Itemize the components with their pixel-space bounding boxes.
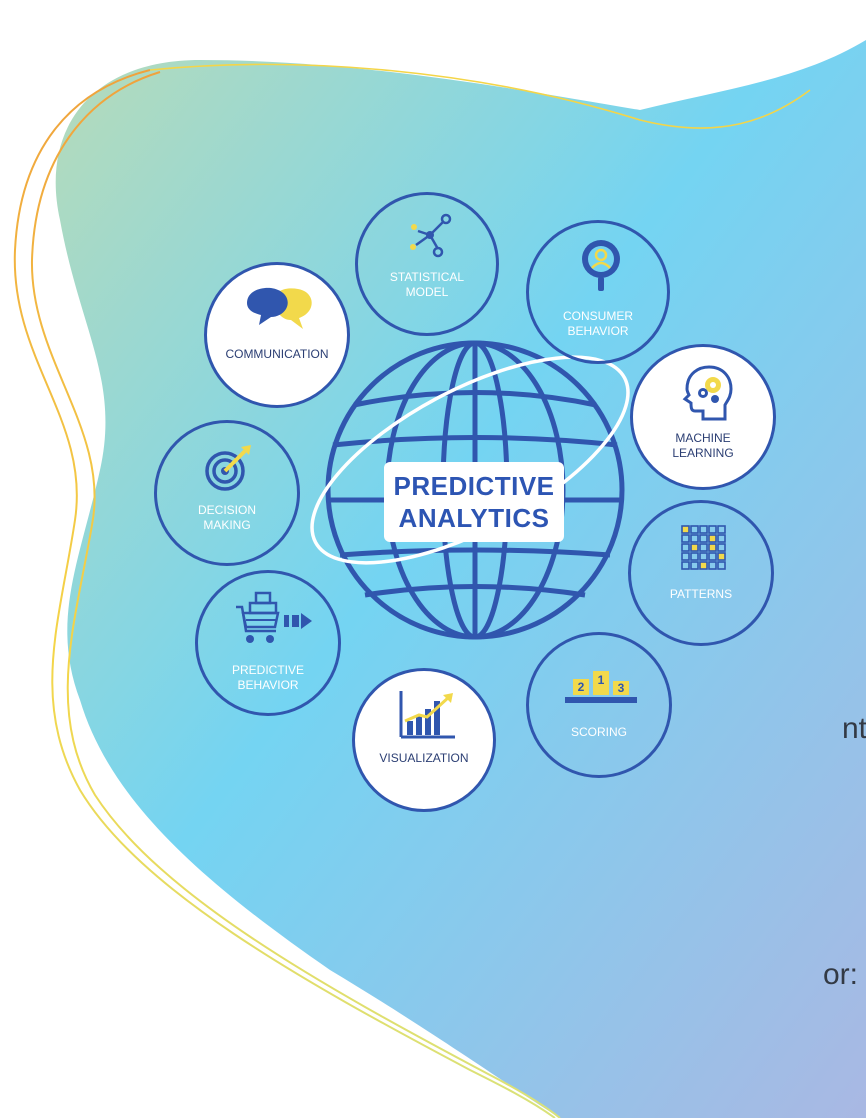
node-decision-making: DECISION MAKING (154, 420, 300, 566)
swoosh-line-top (149, 63, 811, 129)
network-icon (410, 213, 452, 258)
side-text-top: nt (842, 712, 866, 745)
podium-third: 3 (613, 681, 629, 695)
node-communication-label: COMMUNICATION (225, 347, 329, 361)
grid-cell (699, 525, 708, 534)
node-machine-learning: MACHINE LEARNING (630, 344, 776, 490)
grid-cell (699, 561, 708, 570)
node-statistical-model-label: STATISTICAL MODEL (389, 270, 465, 299)
grid-cell (699, 552, 708, 561)
grid-cell (681, 534, 690, 543)
center-title: PREDICTIVE ANALYTICS (384, 462, 564, 542)
grid-cell (690, 561, 699, 570)
node-visualization-label: VISUALIZATION (379, 751, 469, 765)
grid-cell (681, 552, 690, 561)
node-patterns: PATTERNS (628, 500, 774, 646)
grid-cell (681, 561, 690, 570)
grid-cell (699, 543, 708, 552)
node-communication: COMMUNICATION (204, 262, 350, 408)
node-predictive-behavior: PREDICTIVE BEHAVIOR (195, 570, 341, 716)
node-decision-making-label: DECISION MAKING (197, 503, 256, 532)
node-consumer-behavior: CONSUMER BEHAVIOR (526, 220, 670, 364)
side-text-bottom: or: (823, 958, 859, 991)
grid-cell (690, 552, 699, 561)
head-gears-icon (682, 365, 733, 421)
grid-cell (690, 534, 699, 543)
grid-cell (708, 561, 717, 570)
grid-cell (690, 543, 699, 552)
grid-cell (717, 534, 726, 543)
podium-icon: 2 1 3 (565, 671, 637, 715)
grid-cell (717, 552, 726, 561)
node-visualization: VISUALIZATION (352, 668, 496, 812)
grid-cell (708, 552, 717, 561)
grid-cell (708, 543, 717, 552)
node-predictive-behavior-label: PREDICTIVE BEHAVIOR (231, 663, 304, 692)
target-icon (205, 445, 251, 491)
grid-cell (690, 525, 699, 534)
swoosh-line-2 (30, 71, 561, 1118)
podium-second: 2 (573, 679, 589, 695)
podium-base (565, 697, 637, 703)
globe (325, 340, 625, 640)
node-statistical-model: STATISTICAL MODEL (355, 192, 499, 336)
node-scoring: 2 1 3 SCORING (526, 632, 672, 778)
magnifier-person-icon (582, 240, 620, 291)
node-consumer-behavior-label: CONSUMER BEHAVIOR (562, 309, 633, 338)
grid-cell (681, 543, 690, 552)
grid-cell (717, 525, 726, 534)
grid-cell (699, 534, 708, 543)
center-title-line2: ANALYTICS (398, 503, 550, 533)
cart-icon (236, 591, 312, 643)
grid-cell (717, 543, 726, 552)
grid-cell (717, 561, 726, 570)
chat-bubbles-icon (247, 287, 312, 329)
podium-first: 1 (593, 671, 609, 695)
swoosh-line-1 (13, 69, 556, 1118)
grid-cell (681, 525, 690, 534)
grid-cell (708, 525, 717, 534)
grid-cell (708, 534, 717, 543)
node-scoring-label: SCORING (570, 725, 627, 739)
bar-chart-trend-icon (399, 691, 455, 739)
center-title-line1: PREDICTIVE (393, 471, 555, 501)
node-machine-learning-label: MACHINE LEARNING (672, 431, 734, 460)
grid-pattern-icon (681, 525, 726, 570)
node-patterns-label: PATTERNS (669, 587, 733, 601)
